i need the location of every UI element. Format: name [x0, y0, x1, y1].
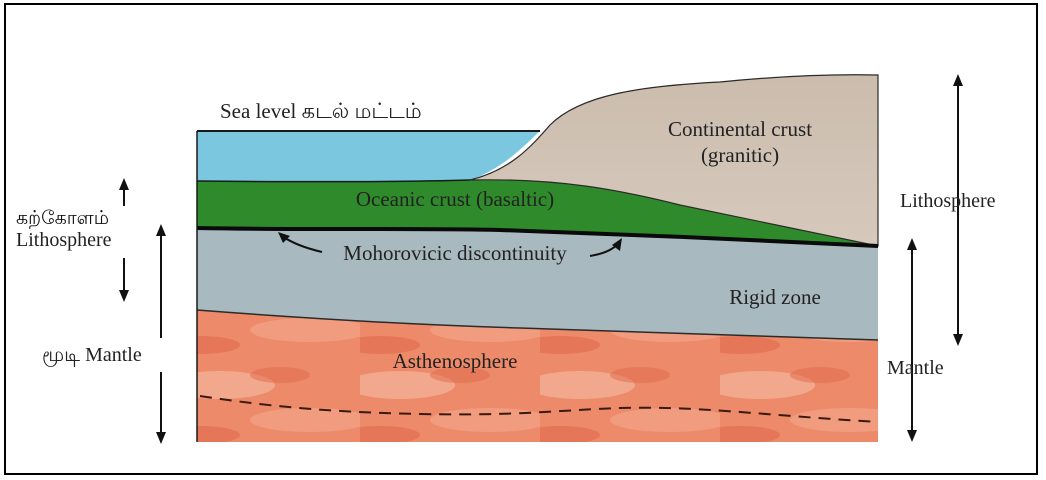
asthenosphere-label: Asthenosphere: [393, 349, 518, 373]
left-lithosphere-tamil-label: கற்கோளம்: [16, 207, 109, 229]
continental-crust-label: Continental crust: [668, 117, 812, 141]
right-mantle-arrow: [907, 238, 917, 442]
left-lithosphere-arrow: [119, 178, 129, 302]
right-lithosphere-label: Lithosphere: [900, 190, 996, 212]
rigid-zone-label: Rigid zone: [729, 285, 821, 309]
continental-crust-sublabel: (granitic): [701, 143, 779, 167]
moho-label: Mohorovicic discontinuity: [343, 241, 567, 265]
sea-level-label: Sea level கடல் மட்டம்: [220, 99, 422, 123]
left-mantle-arrow: [156, 224, 166, 444]
left-lithosphere-label: Lithosphere: [16, 229, 112, 251]
oceanic-crust-label: Oceanic crust (basaltic): [356, 187, 554, 211]
right-mantle-label: Mantle: [887, 357, 944, 379]
left-mantle-label: மூடி Mantle: [42, 344, 142, 367]
